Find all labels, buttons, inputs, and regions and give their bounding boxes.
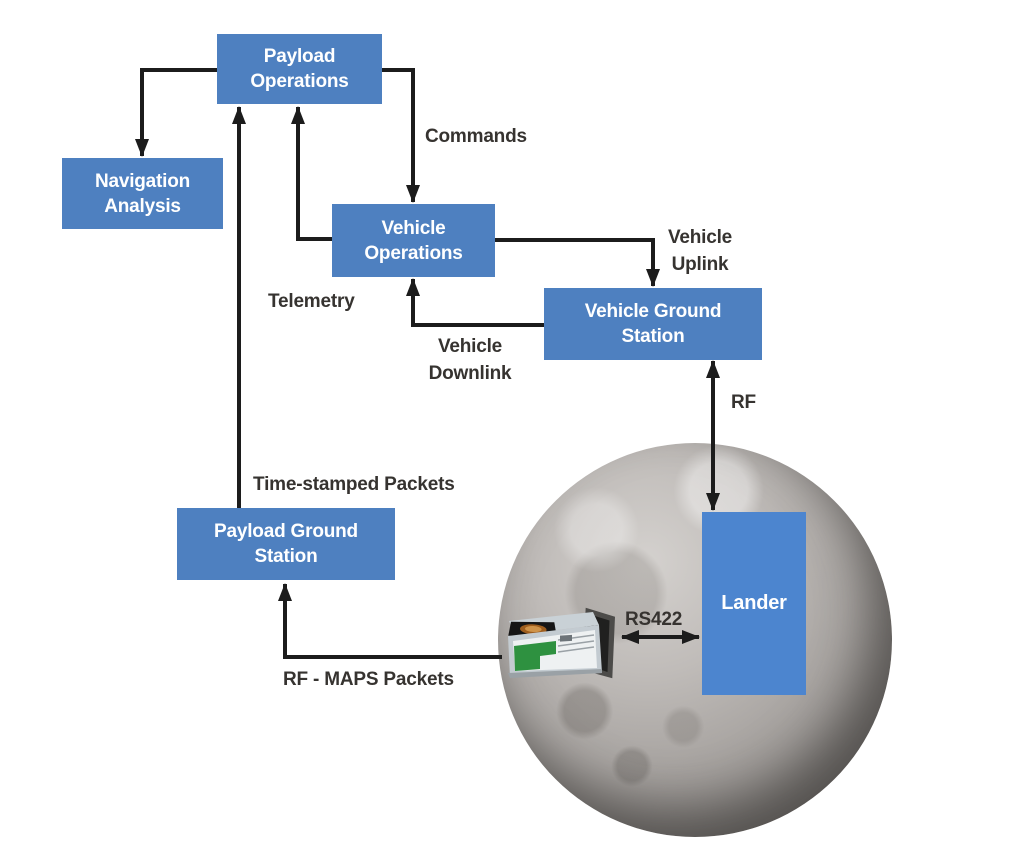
edge-label-rf-maps-packets: RF - MAPS Packets (283, 669, 454, 690)
connector-vehicle-uplink (495, 238, 660, 287)
edge-label-rs422: RS422 (625, 609, 683, 630)
maps-instrument-graphic (508, 607, 615, 679)
edge-label-commands: Commands (425, 126, 527, 147)
connector-telemetry (291, 106, 332, 241)
edge-label-rf: RF (731, 392, 756, 413)
node-payload-ground-station: Payload Ground Station (177, 508, 395, 580)
instrument-pcb (514, 641, 556, 671)
node-lander: Lander (702, 512, 806, 695)
connector-payloadops-to-navanalysis (135, 68, 218, 157)
edge-label-vehicle-uplink: Vehicle Uplink (667, 227, 733, 275)
instrument-bottom-rim (508, 669, 602, 678)
instrument-coil-center (525, 625, 542, 633)
node-navigation-analysis: Navigation Analysis (62, 158, 223, 229)
edge-label-telemetry: Telemetry (268, 291, 355, 312)
connector-rf-maps-packets (278, 583, 502, 659)
edge-label-vehicle-downlink: Vehicle Downlink (428, 336, 512, 384)
edge-label-time-stamped-packets: Time-stamped Packets (253, 474, 455, 495)
node-vehicle-operations: Vehicle Operations (332, 204, 495, 277)
node-vehicle-ground-station: Vehicle Ground Station (544, 288, 762, 360)
connector-commands (382, 68, 420, 203)
maps-instrument-image (498, 600, 624, 686)
node-payload-operations: Payload Operations (217, 34, 382, 104)
connector-vehicle-downlink (406, 278, 544, 327)
instrument-connector-block (560, 634, 572, 642)
